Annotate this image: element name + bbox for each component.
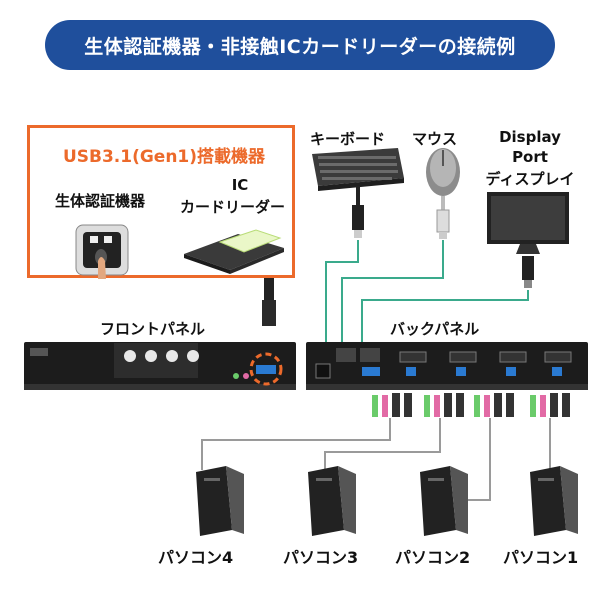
kvm-front-panel (24, 342, 296, 390)
biometric-device-label: 生体認証機器 (54, 192, 145, 210)
pc-3-label: パソコン3 (283, 548, 359, 567)
display-label-line1: Display (499, 128, 561, 146)
usb-device-box: USB3.1(Gen1)搭載機器 生体認証機器 IC カードリーダー (27, 125, 295, 279)
pc-1-label: パソコン1 (503, 548, 579, 567)
back-panel-label: バックパネル (390, 320, 480, 338)
mouse-icon (426, 148, 460, 196)
keyboard-label: キーボード (310, 130, 386, 148)
ic-card-reader-icon (184, 229, 284, 274)
title-banner: 生体認証機器・非接触ICカードリーダーの接続例 (45, 20, 555, 70)
pc-2-icon (420, 466, 468, 536)
display-label-line2: Port (512, 148, 548, 166)
pc-2-label: パソコン2 (395, 548, 471, 567)
keyboard-icon (312, 148, 404, 191)
kvm-back-panel (306, 342, 588, 390)
peripheral-cables (262, 186, 534, 326)
front-panel-label: フロントパネル (100, 320, 206, 338)
ic-reader-label-line2: カードリーダー (179, 198, 285, 216)
monitor-icon (487, 192, 569, 254)
pc-3-icon (308, 466, 356, 536)
pc-connection-lines (201, 418, 551, 501)
display-label-line3: ディスプレイ (485, 170, 575, 188)
pc-cable-plugs (372, 393, 570, 417)
usb-box-heading: USB3.1(Gen1)搭載機器 (62, 147, 266, 167)
pc-4-label: パソコン4 (158, 548, 234, 567)
ic-reader-label-line1: IC (231, 176, 249, 194)
fingerprint-scanner-icon (75, 224, 129, 279)
pc-4-icon (196, 466, 244, 536)
mouse-label: マウス (412, 130, 458, 148)
routing-lines (325, 240, 529, 346)
page-title: 生体認証機器・非接触ICカードリーダーの接続例 (84, 35, 516, 58)
pc-1-icon (530, 466, 578, 536)
